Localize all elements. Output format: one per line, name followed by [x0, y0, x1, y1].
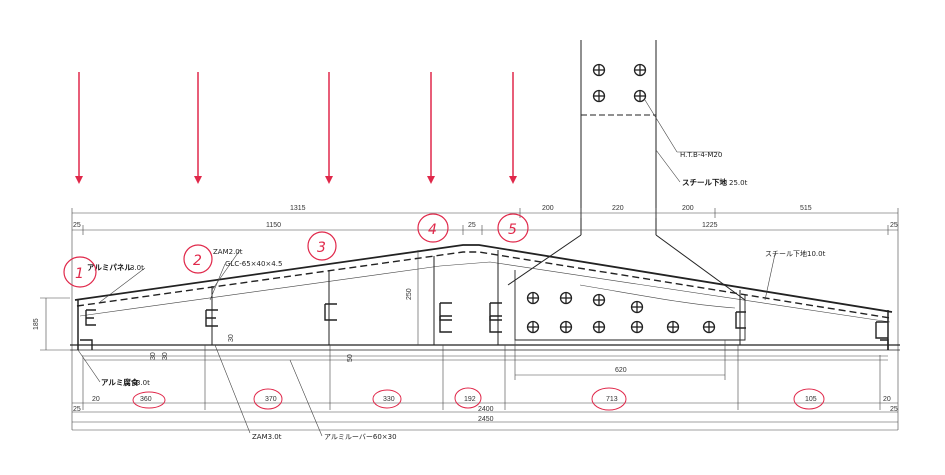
dim-1225: 1225	[702, 222, 718, 229]
dim-30a: 30	[150, 352, 157, 360]
aluminum-panel-thickness: 3.0t	[130, 264, 144, 272]
top-dimension-row	[71, 208, 899, 430]
dim-25b: 25	[468, 222, 476, 229]
dim-515: 515	[800, 205, 812, 212]
channel-clips	[80, 302, 889, 350]
bottom-dimension-row	[72, 345, 898, 423]
dim-25-bottom-a: 25	[73, 406, 81, 413]
load-arrow-1	[75, 72, 83, 184]
bottom-chord	[70, 344, 900, 361]
zam-20-label: ZAM2.0t	[213, 248, 243, 256]
steel-base-10-label: スチール下地10.0t	[765, 249, 826, 258]
annotation-5: 5	[508, 222, 517, 238]
aluminum-side-thickness: 3.0t	[136, 379, 150, 387]
vertical-members	[77, 250, 889, 350]
load-arrow-5	[509, 72, 517, 184]
handwritten-annotations: 1 2 3 4 5	[63, 213, 825, 411]
steel-connection-plate	[507, 40, 746, 301]
load-arrow-2	[194, 72, 202, 184]
dim-30b: 30	[162, 352, 169, 360]
dim-330: 330	[383, 396, 395, 403]
dim-200a: 200	[542, 205, 554, 212]
dim-105: 105	[805, 396, 817, 403]
annotation-2: 2	[193, 253, 202, 269]
main-bolt-grid	[526, 291, 716, 334]
top-bolt-grid	[592, 63, 647, 103]
dim-185: 185	[33, 318, 40, 330]
dim-2450: 2450	[478, 416, 494, 423]
annotation-3: 3	[317, 240, 326, 256]
dim-25c: 25	[890, 222, 898, 229]
aluminum-panel-roof	[74, 244, 893, 323]
dim-1150: 1150	[266, 222, 281, 229]
dim-1315: 1315	[290, 205, 306, 212]
load-arrow-3	[325, 72, 333, 184]
annotation-1: 1	[75, 266, 84, 282]
steel-base-25-thickness: 25.0t	[729, 179, 748, 187]
louver-label: アルミルーバー60×30	[324, 433, 397, 441]
load-arrow-4	[427, 72, 435, 184]
dim-50: 50	[347, 354, 354, 362]
aluminum-side-label: アルミ腐食	[101, 377, 139, 387]
dim-192: 192	[464, 396, 476, 403]
second-dimension-row	[72, 225, 898, 235]
dim-370: 370	[265, 396, 277, 403]
dim-360: 360	[140, 396, 152, 403]
dim-220: 220	[612, 205, 624, 212]
zam-30-label: ZAM3.0t	[252, 433, 282, 441]
htb-label: H.T.B-4-M20	[680, 151, 722, 159]
dim-200b: 200	[682, 205, 694, 212]
dim-30c: 30	[228, 334, 235, 342]
load-arrows	[75, 72, 517, 184]
annotation-4: 4	[428, 222, 437, 238]
dim-713: 713	[606, 396, 618, 403]
dim-25a: 25	[73, 222, 81, 229]
aluminum-panel-label: アルミパネル	[87, 262, 132, 272]
leader-lines	[77, 249, 776, 437]
dim-2400: 2400	[478, 406, 494, 413]
main-bolt-plate	[514, 270, 746, 341]
dim-20b: 20	[883, 396, 891, 403]
dim-25-bottom-b: 25	[890, 406, 898, 413]
steel-base-25-label: スチール下地	[682, 177, 727, 187]
glc-label: GLC-65×40×4.5	[225, 260, 282, 268]
dim-20a: 20	[92, 396, 100, 403]
dim-620: 620	[615, 367, 627, 374]
dim-250: 250	[406, 288, 413, 300]
left-dimension	[40, 297, 70, 351]
